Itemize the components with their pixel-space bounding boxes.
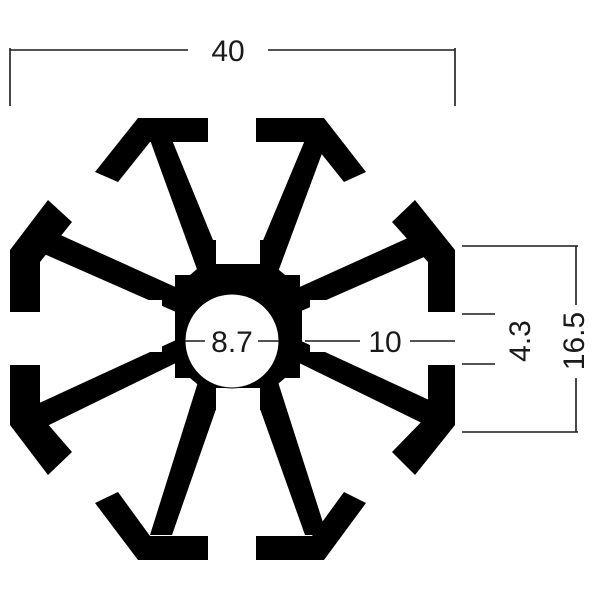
slot-top xyxy=(216,232,260,264)
bore-dimension: 8.7 xyxy=(185,326,279,359)
slot-width-label: 4.3 xyxy=(504,320,537,362)
slot-bottom xyxy=(216,388,260,420)
arm-left-upper xyxy=(10,200,182,312)
arm-right-lower xyxy=(293,340,455,475)
arm-bottom-left xyxy=(95,382,222,560)
bore-diameter-label: 8.7 xyxy=(211,326,253,359)
slot-opening-dimension: 16.5 xyxy=(462,245,591,433)
arm-bottom-right xyxy=(254,382,366,560)
slot-width-dimension: 4.3 xyxy=(462,313,537,365)
slot-left xyxy=(128,300,162,352)
slot-opening-label: 16.5 xyxy=(558,312,591,370)
overall-width-dimension: 40 xyxy=(9,35,456,106)
center-to-slot-label: 10 xyxy=(368,326,401,359)
arm-top-left xyxy=(95,118,222,272)
overall-width-label: 40 xyxy=(211,35,244,68)
center-to-slot-dimension: 10 xyxy=(305,326,455,359)
aluminium-profile xyxy=(10,118,455,560)
arm-left-lower xyxy=(10,340,182,475)
slot-right xyxy=(310,300,344,352)
arm-right-upper xyxy=(293,200,455,312)
arm-top-right xyxy=(254,118,366,272)
